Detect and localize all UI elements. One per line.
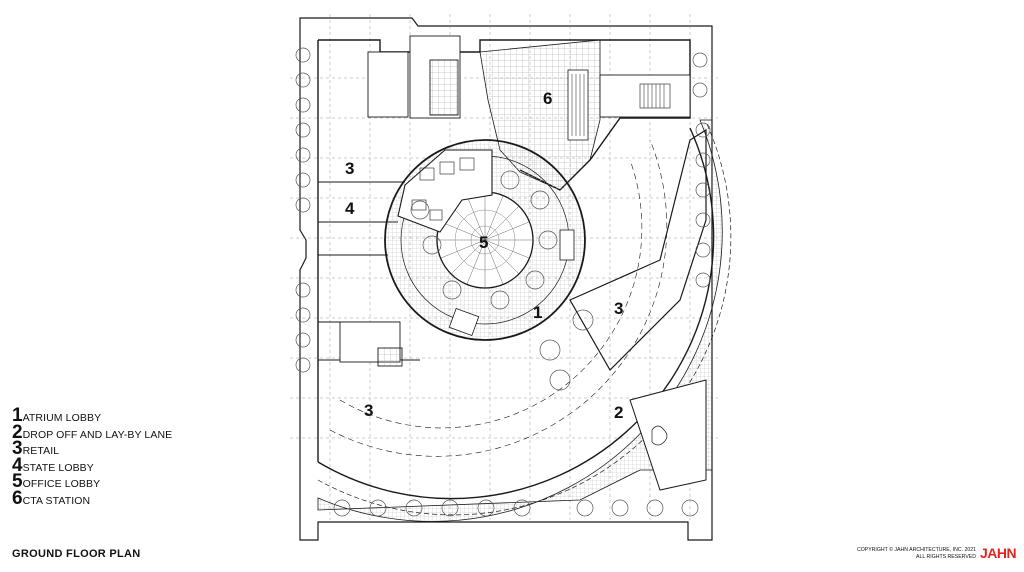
cta-station-label: 6 [543, 89, 552, 108]
drop-off-lane-label: 2 [614, 403, 623, 422]
legend-item: 2DROP OFF AND LAY-BY LANE [12, 421, 173, 443]
legend-item: 1ATRIUM LOBBY [12, 405, 102, 426]
retail-label-nw: 3 [345, 159, 354, 178]
elevator-bank [397, 149, 493, 233]
north-core [367, 35, 461, 119]
legend-item: 6CTA STATION [12, 487, 91, 509]
retail-label-se: 3 [614, 299, 623, 318]
south-west-core [339, 321, 403, 367]
landscape-island [629, 379, 707, 491]
retail-wing-se [569, 128, 707, 371]
legend: 1ATRIUM LOBBY 2DROP OFF AND LAY-BY LANE … [12, 405, 173, 509]
legend-item: 3RETAIL [12, 438, 60, 459]
office-lobby-label: 5 [479, 233, 488, 252]
legend-item: 5OFFICE LOBBY [12, 471, 101, 492]
drawing-title: GROUND FLOOR PLAN [12, 548, 141, 560]
state-lobby-label: 4 [345, 199, 355, 218]
jahn-logo: JAHN [980, 545, 1017, 561]
site-boundary [299, 17, 713, 541]
copyright-notice: COPYRIGHT © JAHN ARCHITECTURE, INC. 2021… [856, 547, 976, 560]
legend-item: 4STATE LOBBY [12, 454, 94, 476]
atrium-lobby-label: 1 [533, 303, 542, 322]
trees [295, 47, 711, 517]
curved-lane-arcs [317, 121, 732, 516]
retail-label-sw: 3 [364, 401, 373, 420]
